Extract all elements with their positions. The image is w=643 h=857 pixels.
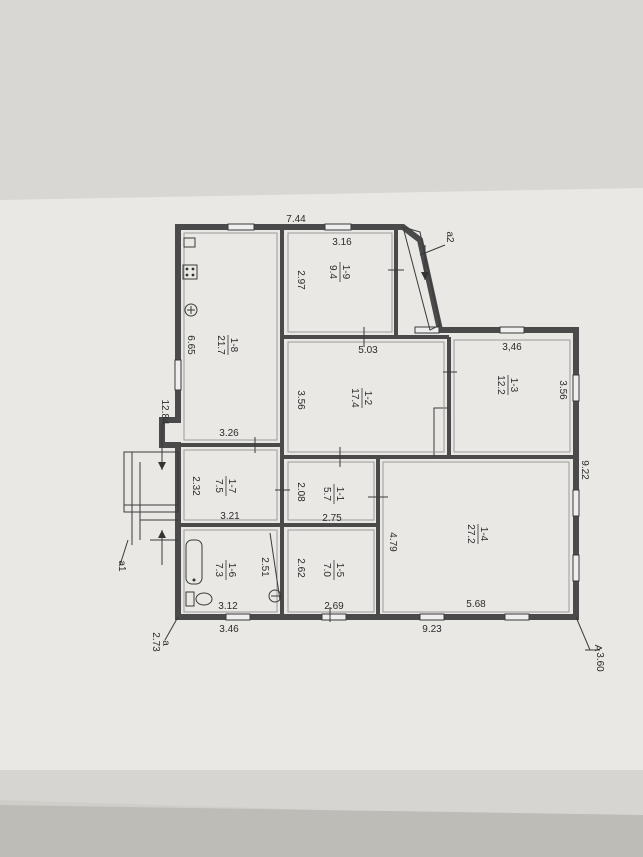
dimension-label: 9.22: [579, 460, 590, 480]
door-marks: [254, 269, 457, 622]
svg-text:21.7: 21.7: [215, 335, 226, 355]
dimension-label: 9.23: [422, 624, 442, 635]
svg-text:1-2: 1-2: [362, 391, 373, 406]
svg-text:12.2: 12.2: [495, 375, 506, 395]
bathtub-icon: [185, 539, 203, 585]
dimension-label: 3.21: [220, 511, 240, 522]
dimension-label: 2.08: [295, 482, 306, 502]
room-1-8-label: 1-8 21.7: [215, 335, 239, 355]
svg-text:1-8: 1-8: [228, 338, 239, 353]
marker-label: a1: [116, 560, 127, 572]
room-1-7-label: 1-7 7.5: [213, 476, 237, 496]
dimension-label: 5.68: [466, 599, 486, 610]
svg-text:9.4: 9.4: [327, 265, 338, 279]
room-1-9-label: 1-9 9.4: [327, 262, 351, 282]
room-1-6-label: 1-6 7.3: [213, 560, 237, 580]
svg-text:1-7: 1-7: [226, 479, 237, 494]
dimension-label: 5.03: [358, 345, 378, 356]
marker-labels: a2 a1 a A 2.73 3.60: [116, 231, 605, 672]
svg-text:1-4: 1-4: [478, 527, 489, 542]
room-outlines: [183, 232, 571, 613]
dimension-label: 2.51: [259, 557, 270, 577]
dimension-label: 2.75: [322, 513, 342, 524]
table-surface: [0, 805, 643, 857]
dimension-label: 2.69: [324, 601, 344, 612]
dimension-label: 12.84: [159, 399, 170, 424]
svg-text:7.0: 7.0: [321, 563, 332, 577]
kitchen-sink-icon: [183, 237, 198, 317]
main-sheet: [0, 188, 643, 770]
dimension-label: 3.56: [557, 380, 568, 400]
dimension-label: 7.44: [286, 214, 306, 225]
dimension-label: 2.97: [295, 270, 306, 290]
room-1-5-label: 1-5 7.0: [321, 560, 345, 580]
svg-text:1-6: 1-6: [226, 563, 237, 578]
marker-label: a2: [444, 231, 455, 243]
room-1-3-label: 1-3 12.2: [495, 375, 519, 395]
room-1-2-label: 1-2 17.4: [349, 388, 373, 408]
toilet-icon: [185, 591, 213, 607]
interior-walls: [180, 230, 573, 617]
svg-text:1-9: 1-9: [340, 265, 351, 280]
stove-icon: [182, 264, 198, 280]
dimension-label: 3.26: [219, 428, 239, 439]
section-markers: [164, 616, 600, 651]
dimension-label: 6.65: [185, 335, 196, 355]
lower-sheet-edge: [0, 770, 643, 820]
svg-text:1-3: 1-3: [508, 378, 519, 393]
svg-text:17.4: 17.4: [349, 388, 360, 408]
room-labels: 1-8 21.7 1-9 9.4 1-2 17.4 1-3 12.2 1-7 7…: [213, 262, 519, 580]
room-1-1-label: 1-1 5.7: [321, 484, 345, 504]
dimension-label: 2.32: [190, 476, 201, 496]
dimension-label: 3.16: [332, 237, 352, 248]
upper-sheet: [0, 0, 643, 200]
marker-label: 3.60: [594, 652, 605, 672]
dimension-label: 4.79: [387, 532, 398, 552]
svg-text:1-1: 1-1: [334, 487, 345, 502]
svg-text:7.5: 7.5: [213, 479, 224, 493]
dimension-labels: 7.44 3.16 2.97 6.65 12.84 5.03 3,46 3.56…: [159, 214, 590, 635]
svg-text:7.3: 7.3: [213, 563, 224, 577]
marker-label: A: [592, 645, 603, 652]
marker-label: a: [160, 640, 171, 646]
dimension-label: 3,46: [502, 342, 522, 353]
dimension-label: 3.12: [218, 601, 238, 612]
veranda: [402, 226, 446, 331]
sink-icon: [268, 589, 282, 603]
svg-text:1-5: 1-5: [334, 563, 345, 578]
svg-text:27.2: 27.2: [465, 524, 476, 544]
room-1-4-label: 1-4 27.2: [465, 524, 489, 544]
svg-text:5.7: 5.7: [321, 487, 332, 501]
marker-label: 2.73: [150, 632, 161, 652]
windows: [174, 223, 580, 621]
dimension-label: 3.46: [219, 624, 239, 635]
dimension-label: 3.56: [295, 390, 306, 410]
entrance-porch: [119, 425, 179, 566]
dimension-label: 2.62: [295, 558, 306, 578]
